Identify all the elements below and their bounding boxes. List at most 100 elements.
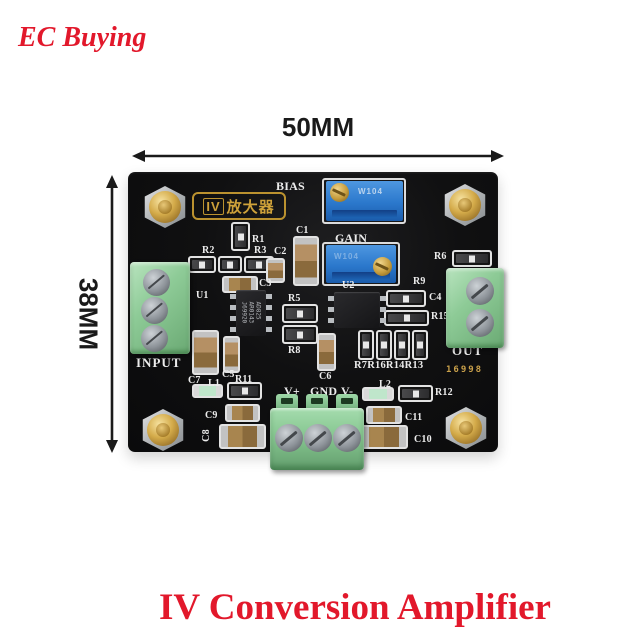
- resistor-body: [416, 334, 424, 356]
- ref-label-r12: R12: [435, 387, 453, 398]
- ref-label-r3: R3: [254, 245, 267, 256]
- bias-pot-outline: [322, 178, 406, 224]
- capacitor-c10-part: [360, 425, 408, 449]
- width-dimension-label: 50MM: [281, 112, 355, 142]
- gold-screw-head: [449, 189, 481, 221]
- bias-pot-screw: [330, 183, 349, 202]
- resistor-body: [231, 386, 258, 396]
- bias-pot-marking: W104: [358, 187, 383, 196]
- gain-pot-outline: [322, 242, 400, 286]
- ref-label-c9: C9: [205, 410, 218, 421]
- mounting-screw-top-right: [442, 184, 488, 226]
- capacitor-c1: [293, 236, 319, 286]
- out-terminal-block: [446, 268, 504, 348]
- resistor-r2: [188, 256, 216, 273]
- height-dimension-arrow: [106, 175, 118, 453]
- gold-screw-head: [450, 412, 482, 444]
- resistor-body: [222, 260, 238, 269]
- capacitor-c7-part: [192, 330, 219, 375]
- ref-label-l2: L2: [379, 379, 392, 390]
- resistor-r15: [384, 310, 429, 326]
- terminal-screw: [466, 309, 494, 337]
- resistor-r6: [452, 250, 492, 267]
- chip-u2: [328, 292, 386, 328]
- resistor-body: [456, 254, 488, 263]
- resistor-r14: [394, 330, 410, 360]
- capacitor-c8-part: [219, 424, 266, 449]
- capacitor-c4-part: [386, 290, 426, 307]
- capacitor-c2: [266, 258, 285, 283]
- ref-label-c7: C7: [188, 375, 201, 386]
- model-label: IV 放大器: [192, 192, 286, 220]
- gain-pot-screw: [373, 257, 392, 276]
- resistor-r13: [412, 330, 428, 360]
- ref-label-l1: L1: [208, 378, 221, 389]
- ref-label-c8: C8: [200, 429, 212, 442]
- power-terminal-block: [270, 394, 364, 470]
- gain-label: GAIN: [335, 231, 368, 245]
- vminus-label: V-: [341, 384, 354, 398]
- terminal-screw: [275, 424, 303, 452]
- terminal-screw: [466, 277, 494, 305]
- ref-label-c11: C11: [405, 412, 423, 423]
- ref-label-c10: C10: [414, 434, 432, 445]
- terminal-tab: [306, 394, 328, 409]
- capacitor-c9-part: [225, 404, 260, 422]
- gold-screw-head: [149, 191, 181, 223]
- gold-screw-head: [147, 414, 179, 446]
- capacitor-c6-part: [317, 333, 336, 371]
- ref-label-r6: R6: [434, 251, 447, 262]
- chip-u1: AD825 AR0143 J69920: [230, 290, 272, 336]
- ref-label-r11: R11: [235, 374, 253, 385]
- terminal-screw: [333, 424, 361, 452]
- ref-label-c6: C6: [319, 371, 332, 382]
- inductor-l2: [362, 387, 394, 401]
- brand-logo: EC Buying: [18, 22, 147, 53]
- resistor-body: [286, 329, 314, 340]
- terminal-tab: [276, 394, 298, 409]
- resistor-body: [388, 314, 425, 322]
- ref-label-resistor-bank: R7R16R14R13: [354, 360, 424, 371]
- capacitor-c11-part: [366, 406, 402, 424]
- input-terminal-block: [130, 262, 190, 354]
- resistor-r16: [376, 330, 392, 360]
- ref-label-r8: R8: [288, 345, 301, 356]
- serial-number: 16998: [446, 365, 484, 375]
- ref-label-r1: R1: [252, 234, 265, 245]
- terminal-body: [270, 408, 364, 470]
- resistor-r8: [282, 325, 318, 344]
- ref-label-u2: U2: [342, 280, 355, 291]
- mounting-screw-bottom-right: [443, 407, 489, 449]
- product-title: IV Conversion Amplifier: [159, 587, 551, 628]
- terminal-screw: [141, 325, 168, 352]
- ref-label-c3: C3: [259, 278, 272, 289]
- mounting-screw-top-left: [142, 186, 188, 228]
- width-dimension-arrow: [132, 150, 504, 162]
- model-label-prefix: IV: [203, 197, 224, 215]
- resistor-body: [248, 260, 270, 269]
- resistor-body: [398, 334, 406, 356]
- resistor-r7: [358, 330, 374, 360]
- resistor-body: [380, 334, 388, 356]
- resistor-r2b: [218, 256, 242, 273]
- ref-label-c1: C1: [296, 225, 309, 236]
- model-label-name: 放大器: [226, 198, 275, 216]
- resistor-r11: [227, 382, 262, 400]
- gain-pot-marking: W104: [334, 252, 359, 261]
- resistor-r1: [231, 222, 250, 251]
- terminal-screw: [141, 297, 168, 324]
- ref-label-u1: U1: [196, 290, 209, 301]
- resistor-body: [362, 334, 370, 356]
- terminal-tab: [336, 394, 358, 409]
- terminal-screw: [304, 424, 332, 452]
- ref-label-c2: C2: [274, 246, 287, 257]
- input-port-label: INPUT: [136, 355, 182, 370]
- mounting-screw-bottom-left: [140, 409, 186, 451]
- ref-label-r9: R9: [413, 276, 426, 287]
- ref-label-c5: C5: [222, 369, 235, 380]
- capacitor-c5-part: [223, 336, 240, 373]
- ref-label-r15: R15: [431, 311, 449, 322]
- chip-u1-marking: AD825 AR0143 J69920: [240, 301, 262, 324]
- resistor-body: [402, 389, 429, 398]
- terminal-screw: [143, 269, 170, 296]
